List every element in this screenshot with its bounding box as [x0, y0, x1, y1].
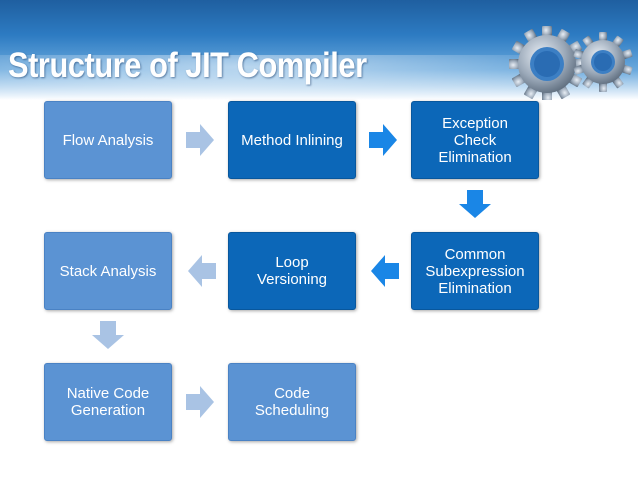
arrow-right-icon: [369, 124, 397, 156]
title-banner: Structure of JIT Compiler: [0, 0, 638, 100]
exception-check-elimination-box: Exception Check Elimination: [411, 101, 539, 179]
arrow-right-icon: [186, 386, 214, 418]
arrow-left-icon: [188, 255, 216, 287]
loop-versioning-box: Loop Versioning: [228, 232, 356, 310]
arrow-down-icon: [459, 190, 491, 218]
arrow-down-icon: [92, 321, 124, 349]
arrow-right-icon: [186, 124, 214, 156]
flow-analysis-box: Flow Analysis: [44, 101, 172, 179]
common-subexpression-elimination-box: Common Subexpression Elimination: [411, 232, 539, 310]
native-code-generation-box: Native Code Generation: [44, 363, 172, 441]
stack-analysis-box: Stack Analysis: [44, 232, 172, 310]
gears-icon: [509, 26, 633, 100]
method-inlining-box: Method Inlining: [228, 101, 356, 179]
page-title: Structure of JIT Compiler: [8, 46, 367, 85]
code-scheduling-box: Code Scheduling: [228, 363, 356, 441]
arrow-left-icon: [371, 255, 399, 287]
